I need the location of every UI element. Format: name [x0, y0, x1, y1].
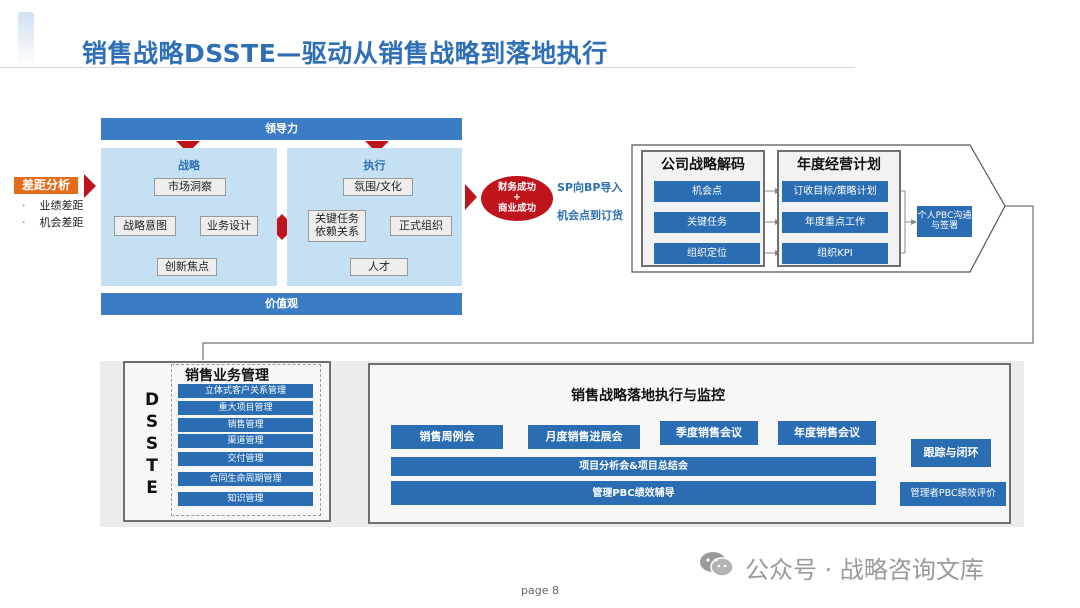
- plus-sign: +: [513, 192, 521, 204]
- annual-plan-title: 年度经营计划: [797, 157, 881, 173]
- culture-box: 氛围/文化: [343, 178, 413, 196]
- execution-title: 执行: [363, 159, 386, 172]
- decode-item: 组织定位: [654, 243, 760, 264]
- talent-box: 人才: [350, 258, 408, 276]
- decode-item: 机会点: [654, 181, 760, 202]
- decode-item: 关键任务: [654, 212, 760, 233]
- sales-mgmt-item: 渠道管理: [178, 434, 313, 448]
- dsste-letter: T: [146, 456, 158, 476]
- sales-mgmt-item: 销售管理: [178, 418, 313, 432]
- dsste-letter: S: [145, 434, 159, 454]
- annual-meeting-box: 年度销售会议: [778, 421, 876, 445]
- dsste-letter: S: [145, 412, 159, 432]
- gap-list: · 业绩差距 · 机会差距: [22, 197, 84, 231]
- annual-item: 组织KPI: [782, 243, 888, 264]
- title-divider: [0, 67, 855, 68]
- watermark-text: 公众号 · 战略咨询文库: [745, 556, 984, 584]
- gap-analysis-label: 差距分析: [14, 177, 78, 194]
- sales-mgmt-item: 重大项目管理: [178, 401, 313, 415]
- formal-org-box: 正式组织: [390, 216, 452, 236]
- sales-mgmt-title: 销售业务管理: [185, 368, 269, 384]
- sales-mgmt-item: 知识管理: [178, 492, 313, 506]
- dsste-letters: D S S T E: [142, 389, 162, 499]
- innovation-focus-box: 创新焦点: [157, 258, 217, 276]
- values-band: 价值观: [101, 293, 462, 315]
- strategy-title: 战略: [178, 159, 200, 172]
- dsste-letter: D: [144, 390, 160, 410]
- decode-title: 公司战略解码: [661, 157, 745, 173]
- success-ellipse: 财务成功 + 商业成功: [481, 176, 553, 221]
- pbc-coaching-bar: 管理PBC绩效辅导: [391, 481, 876, 505]
- manager-pbc-eval-box: 管理者PBC绩效评价: [900, 482, 1006, 506]
- strategic-intent-box: 战略意图: [114, 216, 176, 236]
- business-success: 商业成功: [497, 202, 536, 214]
- quarterly-meeting-box: 季度销售会议: [660, 421, 758, 445]
- project-analysis-bar: 项目分析会&项目总结会: [391, 457, 876, 476]
- annual-item: 年度重点工作: [782, 212, 888, 233]
- financial-success: 财务成功: [497, 181, 536, 193]
- sales-mgmt-item: 立体式客户关系管理: [178, 384, 313, 398]
- monitor-title: 销售战略落地执行与监控: [571, 388, 725, 404]
- sales-mgmt-dashed: [171, 364, 321, 516]
- market-insight-box: 市场洞察: [154, 178, 226, 196]
- sales-mgmt-item: 交付管理: [178, 452, 313, 466]
- leadership-band: 领导力: [101, 118, 462, 140]
- gap-item: · 机会差距: [22, 216, 84, 229]
- title-accent-bar: [18, 12, 34, 66]
- opportunity-order-text: 机会点到订货: [557, 209, 623, 222]
- pbc-communication-box: 个人PBC沟通 与签署: [917, 206, 972, 237]
- annual-item: 订收目标/策略计划: [782, 181, 888, 202]
- page-title: 销售战略DSSTE—驱动从销售战略到落地执行: [82, 39, 608, 68]
- sp-bp-text: SP向BP导入: [557, 181, 623, 194]
- key-task-box: 关键任务 依赖关系: [308, 210, 366, 242]
- monthly-meeting-box: 月度销售进展会: [528, 425, 640, 449]
- dsste-letter: E: [146, 478, 158, 498]
- track-close-box: 跟踪与闭环: [911, 439, 991, 467]
- sales-mgmt-item: 合同生命周期管理: [178, 472, 313, 486]
- wechat-icon: [698, 549, 736, 579]
- gap-item: · 业绩差距: [22, 199, 84, 212]
- business-design-box: 业务设计: [200, 216, 258, 236]
- weekly-meeting-box: 销售周例会: [391, 425, 503, 449]
- page-number: page 8: [521, 584, 559, 597]
